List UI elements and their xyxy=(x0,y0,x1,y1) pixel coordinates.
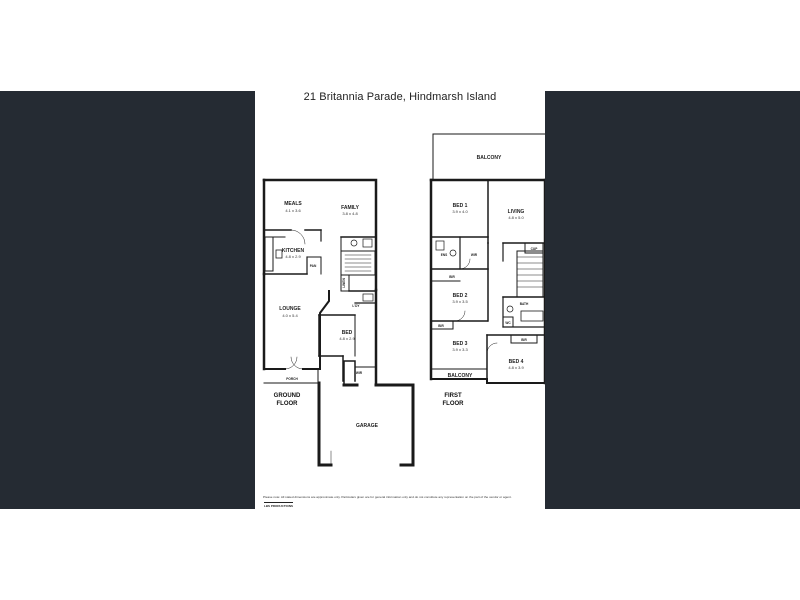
floor-plan-drawing: MEALS 4.1 x 3.6 FAMILY 3.8 x 4.8 KITCHEN… xyxy=(262,133,545,467)
room-label-bir-3: BIR xyxy=(521,338,527,342)
room-dim-meals: 4.1 x 3.6 xyxy=(285,208,301,213)
room-dim-bed: 4.8 x 2.9 xyxy=(339,336,355,341)
room-dim-living: 4.8 x 5.0 xyxy=(508,215,524,220)
ground-floor-label-line2: FLOOR xyxy=(277,401,299,407)
room-label-pantry: PAN xyxy=(310,264,317,268)
room-label-bath: BATH xyxy=(520,302,529,306)
room-label-kitchen: KITCHEN xyxy=(282,248,305,254)
room-label-bed1: BED 1 xyxy=(453,203,468,209)
room-label-bir-1: BIR xyxy=(449,275,455,279)
room-label-ensuite: ENS xyxy=(441,253,448,257)
ground-floor-label-line1: GROUND xyxy=(274,393,301,399)
room-label-wc: WC xyxy=(505,321,511,325)
room-label-linen: LINEN xyxy=(342,278,346,288)
floor-plan-sheet: 21 Britannia Parade, Hindmarsh Island xyxy=(255,91,545,509)
first-floor-walls xyxy=(429,133,545,385)
room-label-bed3: BED 3 xyxy=(453,341,468,347)
room-label-balcony-top: BALCONY xyxy=(477,155,502,161)
room-label-bed2: BED 2 xyxy=(453,293,468,299)
room-label-balcony-bottom: BALCONY xyxy=(448,373,473,379)
first-floor-label-line1: FIRST xyxy=(444,393,462,399)
room-label-cupboard: CUP xyxy=(531,247,539,251)
room-label-family: FAMILY xyxy=(341,205,360,211)
room-label-lounge: LOUNGE xyxy=(279,306,301,312)
room-label-bed4: BED 4 xyxy=(509,359,524,365)
page-title: 21 Britannia Parade, Hindmarsh Island xyxy=(303,91,497,103)
room-label-laundry: L'DY xyxy=(352,304,360,308)
first-floor-label-line2: FLOOR xyxy=(443,401,465,407)
room-dim-lounge: 4.0 x 5.4 xyxy=(282,313,298,318)
room-dim-family: 3.8 x 4.8 xyxy=(342,211,358,216)
room-label-wir-ground: WIR xyxy=(356,371,363,375)
ground-floor-walls xyxy=(262,178,415,467)
room-label-bed: BED xyxy=(342,330,353,336)
disclaimer-text: Please note: All stated dimensions are a… xyxy=(263,495,512,499)
room-dim-bed3: 3.9 x 3.3 xyxy=(452,347,468,352)
room-label-wir-first: WIR xyxy=(471,253,478,257)
room-label-garage: GARAGE xyxy=(356,423,379,429)
room-label-porch: PORCH xyxy=(286,377,298,381)
room-dim-kitchen: 4.8 x 2.9 xyxy=(285,254,301,259)
room-dim-bed4: 4.8 x 3.9 xyxy=(508,365,524,370)
room-label-meals: MEALS xyxy=(284,201,302,207)
room-label-living: LIVING xyxy=(508,209,525,215)
room-dim-bed1: 3.9 x 4.0 xyxy=(452,209,468,214)
room-label-bir-2: BIR xyxy=(438,324,444,328)
brand-logo: LBS PRODUCTIONS xyxy=(264,502,294,508)
room-dim-bed2: 3.9 x 3.5 xyxy=(452,299,468,304)
